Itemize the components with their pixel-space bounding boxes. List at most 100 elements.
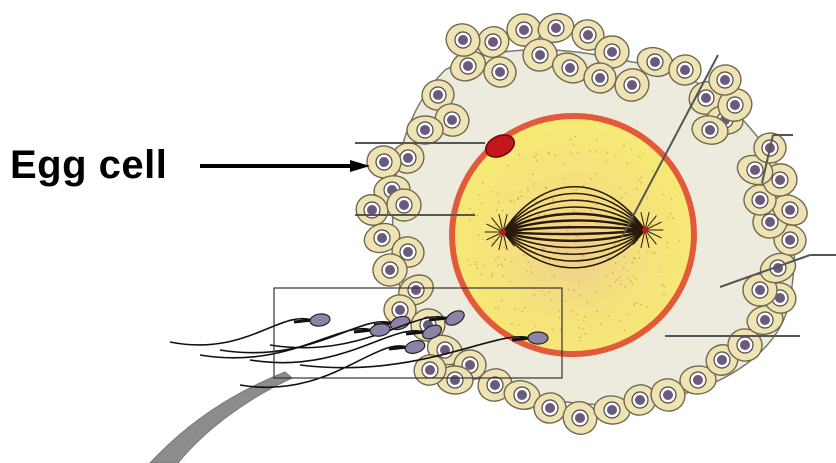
granule <box>586 245 588 247</box>
granule <box>614 244 616 246</box>
granule <box>544 214 546 216</box>
granule <box>612 272 614 274</box>
granule <box>595 291 597 293</box>
granule <box>478 234 480 236</box>
granule <box>541 290 543 292</box>
granule <box>601 217 603 219</box>
granule <box>543 294 545 296</box>
granule <box>514 201 516 203</box>
granule <box>566 252 568 254</box>
granule <box>575 189 577 191</box>
granule <box>531 271 533 273</box>
granule <box>575 136 577 138</box>
pipette-icon <box>150 372 292 463</box>
granule <box>545 188 547 190</box>
granule <box>583 320 585 322</box>
granule <box>647 251 649 253</box>
granule <box>633 257 635 259</box>
granule <box>533 294 535 296</box>
granule <box>475 261 477 263</box>
granule <box>477 268 479 270</box>
granule <box>571 310 573 312</box>
granule <box>638 179 640 181</box>
granule <box>518 154 520 156</box>
granule <box>608 257 610 259</box>
egg-cell-leader <box>200 160 370 172</box>
granule <box>563 178 565 180</box>
granule <box>482 182 484 184</box>
granule <box>632 284 634 286</box>
granule <box>645 237 647 239</box>
granule <box>521 311 523 313</box>
granule <box>518 324 520 326</box>
granule <box>564 163 566 165</box>
granule <box>548 292 550 294</box>
granule <box>527 262 529 264</box>
granule <box>533 183 535 185</box>
granule <box>543 279 545 281</box>
granule <box>595 173 597 175</box>
granule <box>517 198 519 200</box>
granule <box>541 247 543 249</box>
granule <box>496 210 498 212</box>
granule <box>638 252 640 254</box>
granule <box>470 264 472 266</box>
granule <box>580 294 582 296</box>
granule <box>558 310 560 312</box>
granule <box>667 217 669 219</box>
granule <box>481 203 483 205</box>
granule <box>583 223 585 225</box>
granule <box>600 323 602 325</box>
granule <box>504 259 506 261</box>
egg-cell-label: Egg cell <box>10 141 167 189</box>
centriole <box>500 229 506 235</box>
follicle-cell <box>583 62 617 94</box>
granule <box>501 300 503 302</box>
granule <box>672 217 674 219</box>
granule <box>495 259 497 261</box>
granule <box>554 154 556 156</box>
granule <box>567 230 569 232</box>
granule <box>647 306 649 308</box>
granule <box>511 201 513 203</box>
granule <box>652 224 654 226</box>
granule <box>497 256 499 258</box>
granule <box>679 240 681 242</box>
granule <box>589 151 591 153</box>
granule <box>554 275 556 277</box>
granule <box>568 289 570 291</box>
granule <box>495 307 497 309</box>
granule <box>543 248 545 250</box>
granule <box>630 280 632 282</box>
granule <box>476 215 478 217</box>
granule <box>587 302 589 304</box>
granule <box>595 204 597 206</box>
granule <box>497 193 499 195</box>
granule <box>626 314 628 316</box>
granule <box>545 248 547 250</box>
granule <box>647 197 649 199</box>
granule <box>615 262 617 264</box>
granule <box>502 210 504 212</box>
granule <box>577 236 579 238</box>
granule <box>539 215 541 217</box>
granule <box>655 252 657 254</box>
granule <box>624 329 626 331</box>
granule <box>608 316 610 318</box>
granule <box>575 242 577 244</box>
granule <box>596 310 598 312</box>
granule <box>545 186 547 188</box>
granule <box>595 151 597 153</box>
granule <box>495 224 497 226</box>
granule <box>626 162 628 164</box>
granule <box>511 323 513 325</box>
granule <box>620 284 622 286</box>
granule <box>523 254 525 256</box>
granule <box>636 188 638 190</box>
granule <box>530 265 532 267</box>
granule <box>535 326 537 328</box>
granule <box>579 340 581 342</box>
granule <box>524 307 526 309</box>
granule <box>663 286 665 288</box>
